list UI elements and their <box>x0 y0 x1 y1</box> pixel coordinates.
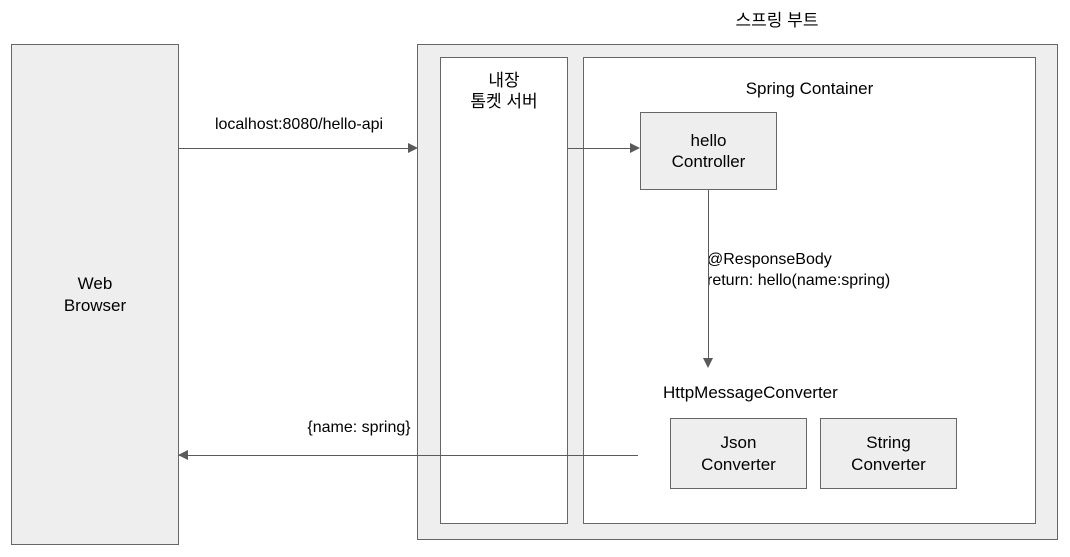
edge-label-response-json: {name: spring} <box>307 419 411 436</box>
node-string-converter: String Converter <box>820 418 957 489</box>
arrow-right-icon <box>408 143 418 153</box>
label-spring-container: Spring Container <box>745 79 874 98</box>
arrow-down-icon <box>703 358 713 368</box>
node-web-browser: Web Browser <box>11 44 179 545</box>
arrow-right-icon <box>630 143 640 153</box>
node-hello-controller: hello Controller <box>640 112 777 190</box>
diagram-title: 스프링 부트 <box>735 11 819 30</box>
node-json-converter: Json Converter <box>670 418 807 489</box>
node-embedded-tomcat-server: 내장 톰켓 서버 <box>440 57 568 524</box>
arrow-left-icon <box>178 450 188 460</box>
edge-label-request-url: localhost:8080/hello-api <box>214 116 384 133</box>
edge-browser-to-tomcat <box>178 148 410 149</box>
edge-controller-to-converter <box>708 190 709 358</box>
label-http-message-converter: HttpMessageConverter <box>663 383 838 402</box>
edge-label-response-body: @ResponseBody return: hello(name:spring) <box>707 251 891 289</box>
edge-converter-to-browser <box>178 455 638 456</box>
edge-tomcat-to-controller <box>568 148 630 149</box>
